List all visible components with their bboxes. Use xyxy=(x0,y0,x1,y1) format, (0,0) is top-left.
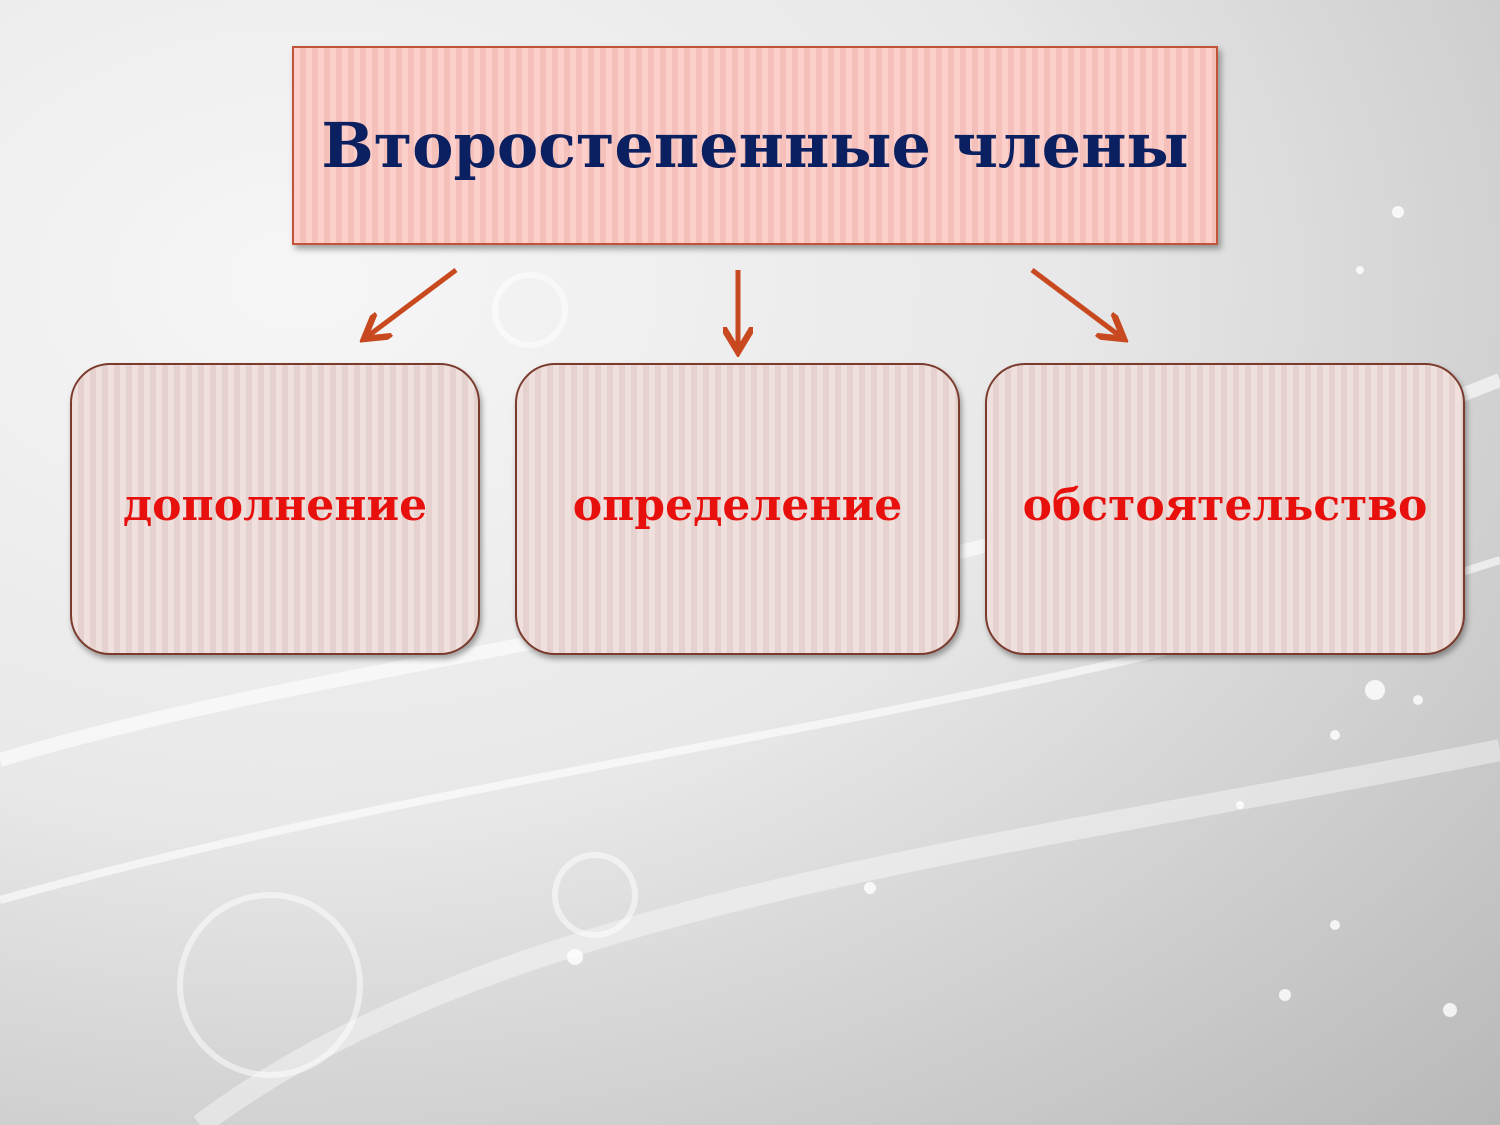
item-label: дополнение xyxy=(122,479,428,531)
title-box: Второстепенные члены xyxy=(292,46,1218,245)
arrow-right xyxy=(1030,268,1120,336)
box-opredelenie: определение xyxy=(515,363,960,655)
item-label: обстоятельство xyxy=(1022,479,1428,531)
diagram-title: Второстепенные члены xyxy=(321,109,1189,182)
arrow-left xyxy=(368,268,458,336)
box-obstoyatelstvo: обстоятельство xyxy=(985,363,1465,655)
box-dopolnenie: дополнение xyxy=(70,363,480,655)
item-label: определение xyxy=(572,479,903,531)
